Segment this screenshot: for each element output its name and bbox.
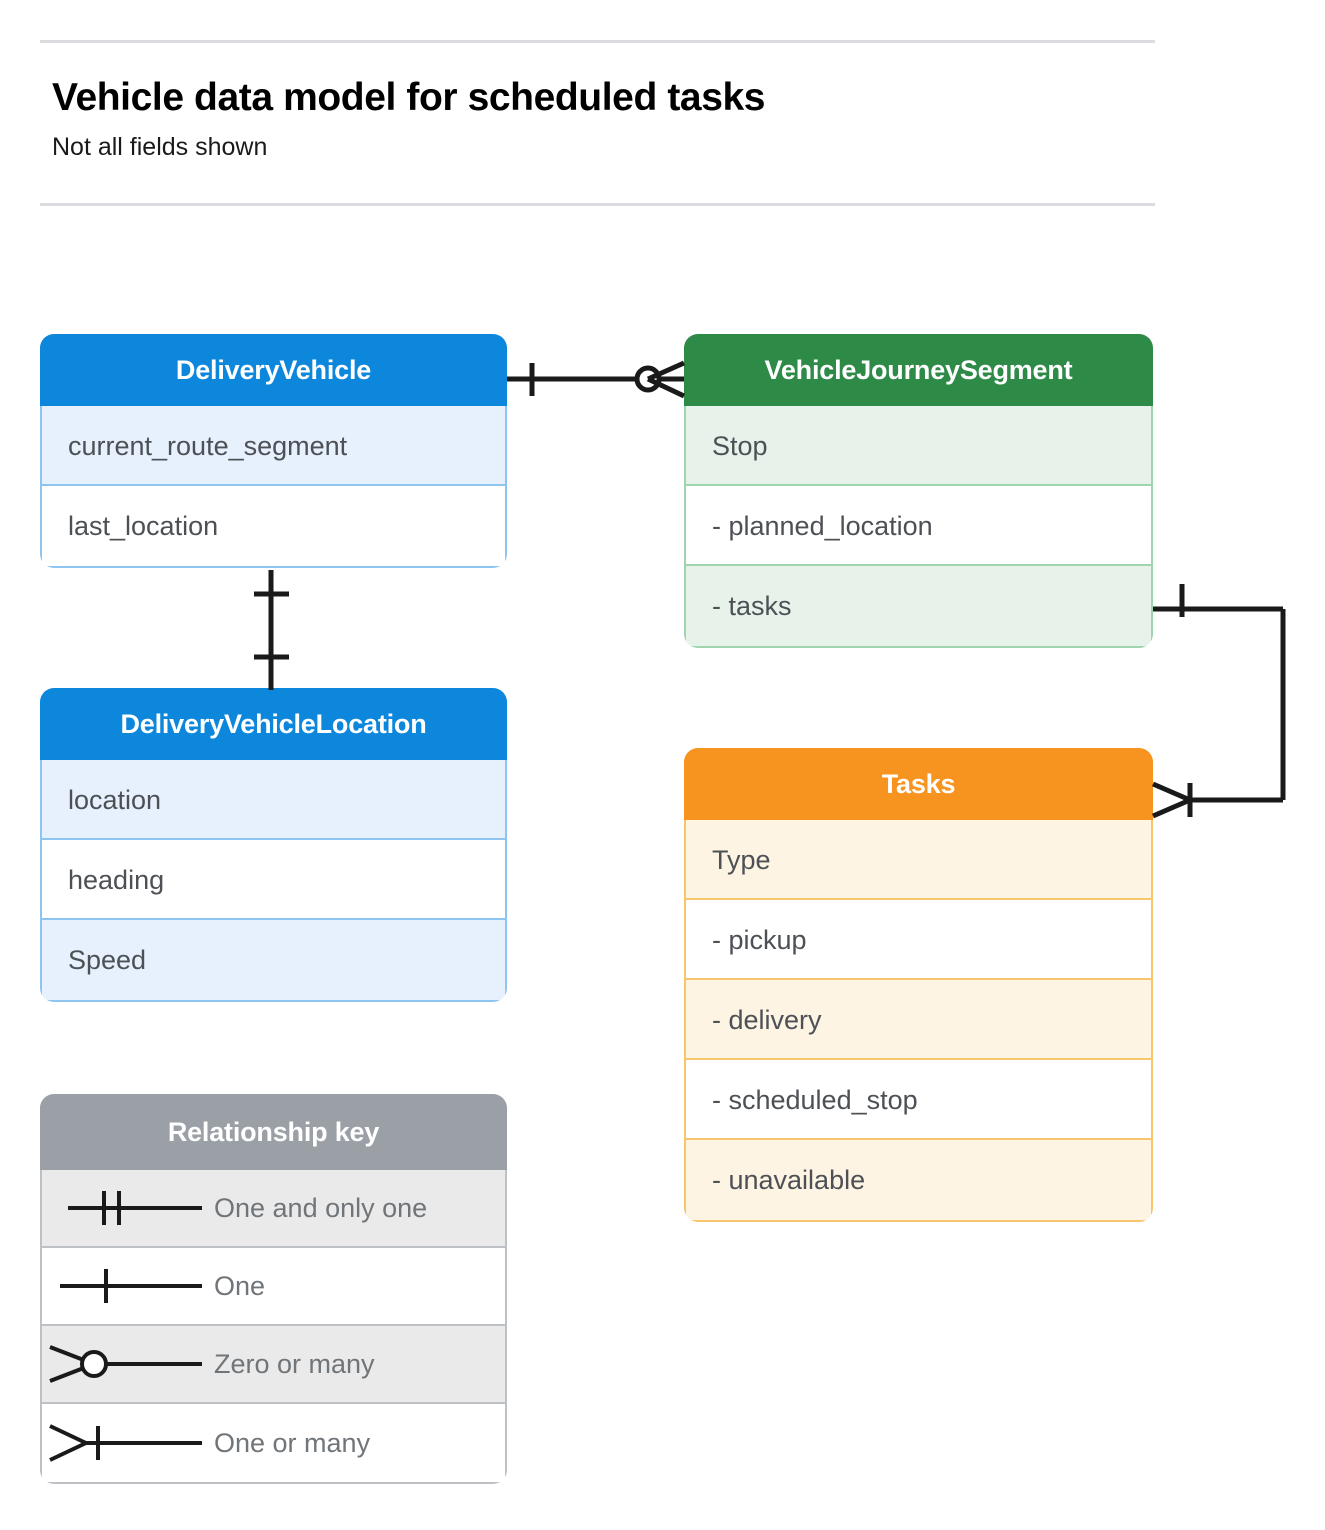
- field-type-unavailable[interactable]: - unavailable: [686, 1140, 1151, 1220]
- entity-tasks-title: Tasks: [684, 748, 1153, 820]
- entity-tasks-fields: Type - pickup - delivery - scheduled_sto…: [684, 820, 1153, 1222]
- header-divider-top: [40, 40, 1155, 43]
- legend-label-one-or-many: One or many: [214, 1428, 371, 1458]
- one-icon: [60, 1269, 202, 1303]
- field-heading[interactable]: heading: [42, 840, 505, 920]
- one-or-many-icon: [49, 1424, 202, 1462]
- field-last-location[interactable]: last_location: [42, 486, 505, 566]
- connector-journeysegment-tasks: [1152, 584, 1286, 819]
- field-location[interactable]: location: [42, 760, 505, 840]
- entity-vehicle-journey-segment-title: VehicleJourneySegment: [684, 334, 1153, 406]
- entity-vehicle-journey-segment[interactable]: VehicleJourneySegment Stop - planned_loc…: [684, 334, 1153, 648]
- legend-item-one-or-many[interactable]: One or many: [42, 1404, 505, 1482]
- relationship-key-legend[interactable]: Relationship key One and only one One: [40, 1094, 507, 1484]
- field-type-delivery[interactable]: - delivery: [686, 980, 1151, 1060]
- field-current-route-segment[interactable]: current_route_segment: [42, 406, 505, 486]
- connector-deliveryvehicle-journeysegment: [507, 360, 686, 399]
- entity-delivery-vehicle-title: DeliveryVehicle: [40, 334, 507, 406]
- field-speed[interactable]: Speed: [42, 920, 505, 1000]
- entity-delivery-vehicle-fields: current_route_segment last_location: [40, 406, 507, 568]
- entity-vehicle-journey-segment-fields: Stop - planned_location - tasks: [684, 406, 1153, 648]
- entity-delivery-vehicle-location-fields: location heading Speed: [40, 760, 507, 1002]
- legend-label-one: One: [214, 1271, 266, 1301]
- field-tasks[interactable]: - tasks: [686, 566, 1151, 646]
- entity-delivery-vehicle-location-title: DeliveryVehicleLocation: [40, 688, 507, 760]
- relationship-key-items: One and only one One Zero or many: [40, 1170, 507, 1484]
- field-planned-location[interactable]: - planned_location: [686, 486, 1151, 566]
- connector-deliveryvehicle-vehiclelocation: [254, 570, 289, 690]
- field-type[interactable]: Type: [686, 820, 1151, 900]
- entity-delivery-vehicle-location[interactable]: DeliveryVehicleLocation location heading…: [40, 688, 507, 1002]
- zero-or-many-icon: [49, 1345, 202, 1383]
- field-type-pickup[interactable]: - pickup: [686, 900, 1151, 980]
- legend-item-zero-or-many[interactable]: Zero or many: [42, 1326, 505, 1404]
- page-title: Vehicle data model for scheduled tasks: [52, 76, 766, 119]
- entity-tasks[interactable]: Tasks Type - pickup - delivery - schedul…: [684, 748, 1153, 1222]
- one-and-only-one-icon: [68, 1191, 202, 1225]
- field-type-scheduled-stop[interactable]: - scheduled_stop: [686, 1060, 1151, 1140]
- relationship-key-title: Relationship key: [40, 1094, 507, 1170]
- legend-item-one-and-only-one[interactable]: One and only one: [42, 1170, 505, 1248]
- entity-delivery-vehicle[interactable]: DeliveryVehicle current_route_segment la…: [40, 334, 507, 568]
- legend-label-one-and-only-one: One and only one: [214, 1193, 428, 1223]
- legend-label-zero-or-many: Zero or many: [214, 1349, 375, 1379]
- page-subtitle: Not all fields shown: [52, 133, 268, 161]
- legend-item-one[interactable]: One: [42, 1248, 505, 1326]
- header-divider-bottom: [40, 203, 1155, 206]
- field-stop[interactable]: Stop: [686, 406, 1151, 486]
